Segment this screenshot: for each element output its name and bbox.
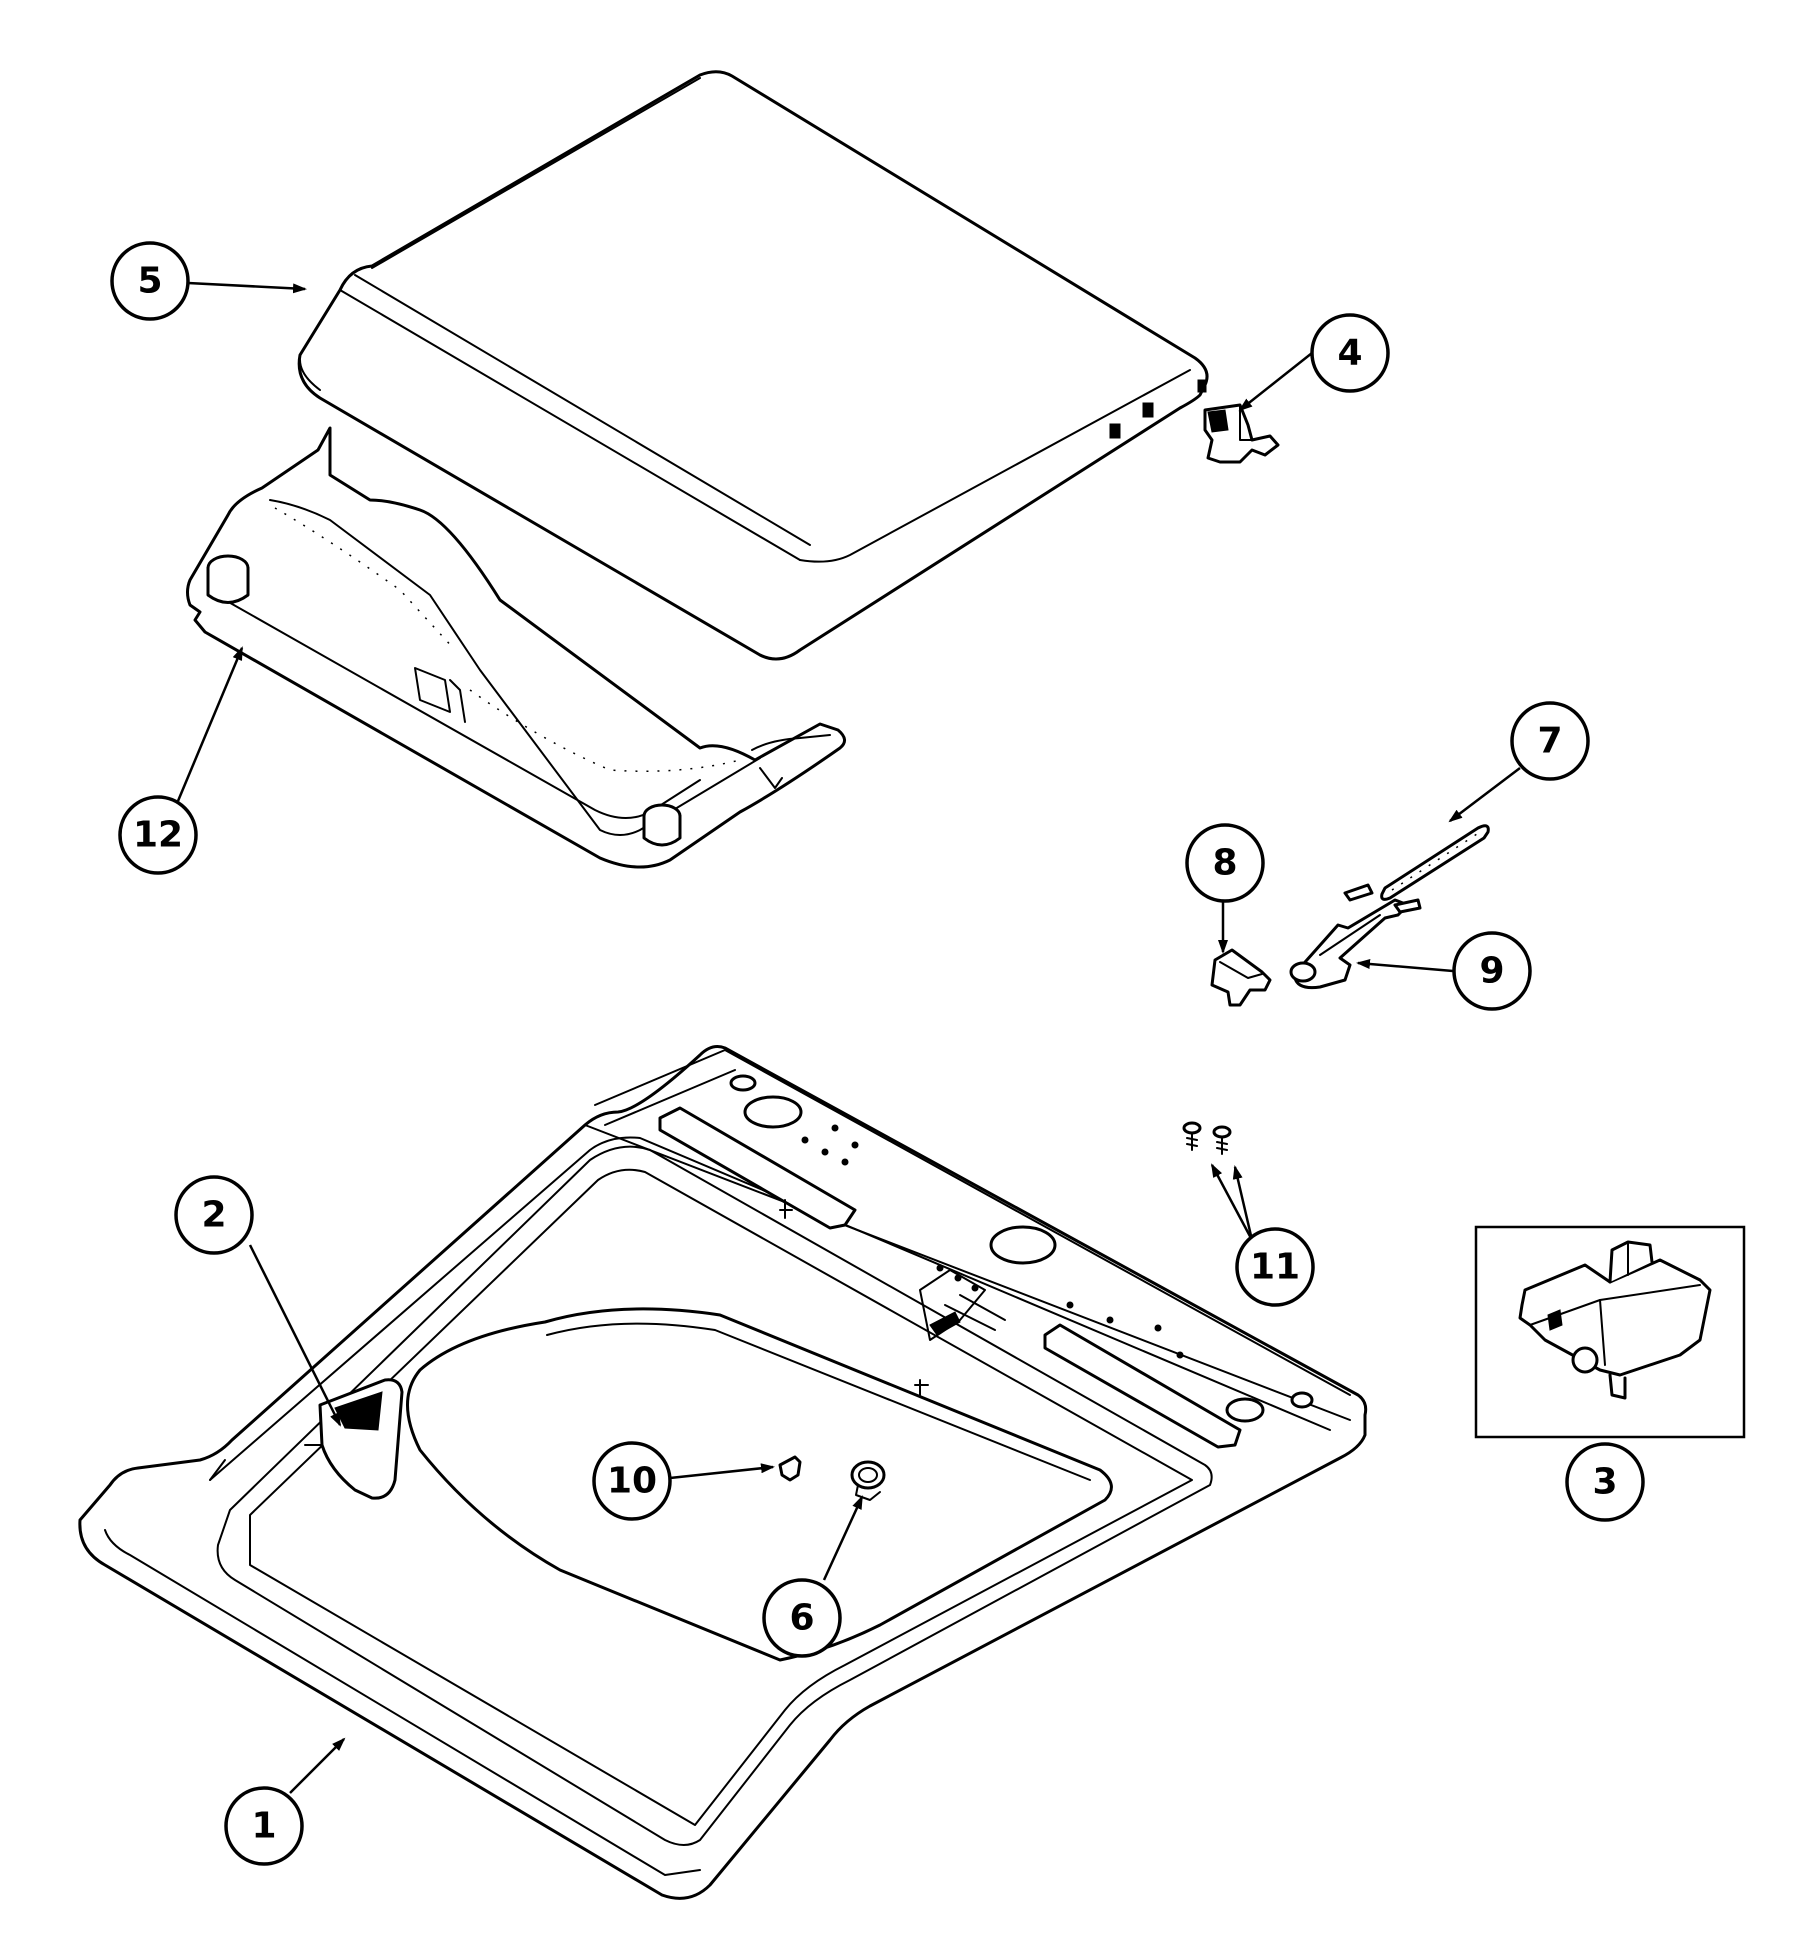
callout-7-label: 7 [1537,721,1562,762]
lid-part [297,70,1209,661]
callout-3-label: 3 [1592,1462,1617,1503]
callout-11: 11 [1235,1227,1315,1307]
callout-8: 8 [1185,823,1265,903]
callout-8-label: 8 [1212,843,1237,884]
hinge-part [1203,403,1280,464]
leader-lines [176,281,1521,1794]
callout-10-label: 10 [607,1461,657,1502]
clip-part [778,1455,802,1482]
callout-4: 4 [1310,313,1390,393]
callout-5-label: 5 [137,261,162,302]
callout-7: 7 [1510,701,1590,781]
bracket-part [1210,948,1272,1007]
switch-actuator-part [1289,883,1422,990]
screws-part [1182,1121,1232,1155]
callout-4-label: 4 [1337,333,1362,374]
callout-2-label: 2 [201,1195,226,1236]
callout-9: 9 [1452,931,1532,1011]
callout-12-label: 12 [133,815,183,856]
callout-6-label: 6 [789,1598,814,1639]
lid-frame-part [186,426,846,869]
callout-11-label: 11 [1250,1247,1300,1288]
callout-6: 6 [762,1578,842,1658]
callout-1-label: 1 [251,1806,276,1847]
callout-9-label: 9 [1479,951,1504,992]
callout-2: 2 [174,1175,254,1255]
grommet-part [850,1460,886,1501]
callout-5: 5 [110,241,190,321]
callout-1: 1 [224,1786,304,1866]
panel-holes [801,1124,1184,1359]
callout-12: 12 [118,795,198,875]
strike-bar-part [1380,824,1490,901]
funnel-part [304,1378,404,1500]
callout-10: 10 [592,1441,672,1521]
lid-switch-inset [1474,1225,1746,1439]
callout-3: 3 [1565,1442,1645,1522]
